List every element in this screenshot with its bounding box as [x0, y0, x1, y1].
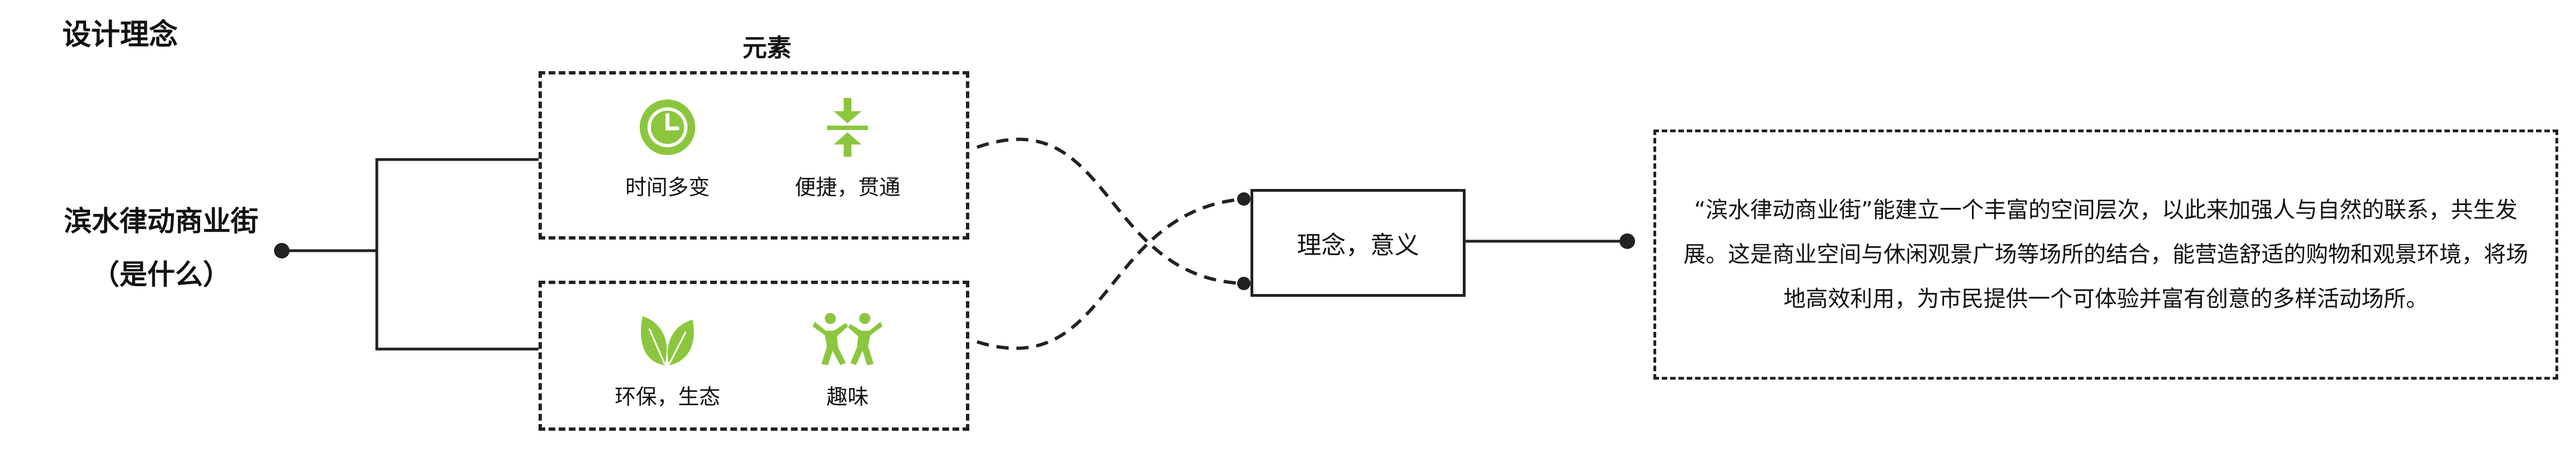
bracket-line — [375, 158, 539, 351]
element-label: 趣味 — [826, 385, 869, 409]
element-item-convenience: 便捷，贯通 — [764, 97, 931, 201]
subject-label: 滨水律动商业街 （是什么） — [33, 195, 289, 301]
elements-title: 元素 — [743, 34, 791, 62]
element-item-time: 时间多变 — [584, 97, 751, 201]
element-label: 环保，生态 — [614, 385, 720, 409]
element-item-fun: 趣味 — [764, 312, 931, 410]
page-title: 设计理念 — [62, 18, 178, 52]
element-item-eco: 环保，生态 — [584, 312, 751, 410]
description-text: “滨水律动商业街”能建立一个丰富的空间层次，以此来加强人与自然的联系，共生发展。… — [1683, 197, 2528, 312]
concept-dot-upper — [1237, 192, 1250, 206]
elements-group-top: 时间多变 便捷，贯通 — [539, 71, 969, 240]
element-label: 便捷，贯通 — [794, 175, 900, 200]
clock-icon — [640, 99, 695, 155]
curve-bottom-to-upper — [976, 197, 1244, 350]
concept-dot-lower — [1237, 277, 1250, 290]
element-label: 时间多变 — [625, 175, 710, 200]
subject-dot — [274, 243, 290, 258]
subject-name: 滨水律动商业街 — [64, 205, 258, 237]
curve-top-to-lower — [976, 137, 1244, 285]
leaves-icon — [641, 316, 694, 365]
subject-question: （是什么） — [92, 258, 231, 291]
elements-group-bottom: 环保，生态 趣味 — [539, 281, 969, 431]
description-box: “滨水律动商业街”能建立一个丰富的空间层次，以此来加强人与自然的联系，共生发展。… — [1653, 130, 2558, 380]
converge-arrows-icon — [827, 98, 868, 157]
description-dot — [1620, 233, 1635, 249]
dancing-people-icon — [813, 313, 883, 365]
concept-box: 理念，意义 — [1250, 189, 1466, 297]
